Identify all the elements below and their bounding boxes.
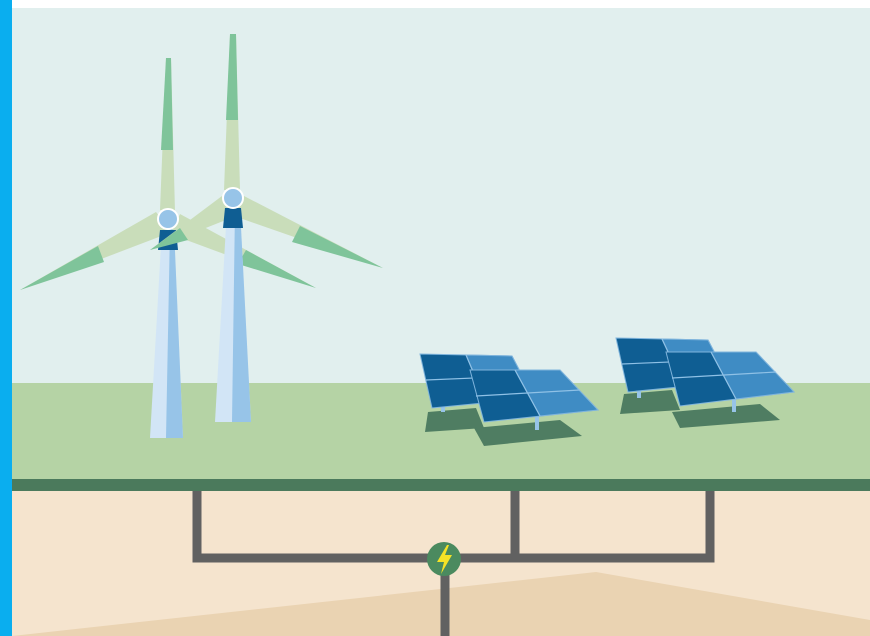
lightning-bolt-icon — [427, 542, 461, 576]
left-accent-bar — [0, 0, 12, 636]
top-margin — [0, 0, 870, 8]
solar-panels-group-left — [419, 353, 600, 446]
wind-turbine-right — [150, 34, 383, 422]
ground-line — [12, 479, 870, 491]
solar-panels-group-right — [615, 337, 796, 428]
sky — [12, 8, 870, 383]
